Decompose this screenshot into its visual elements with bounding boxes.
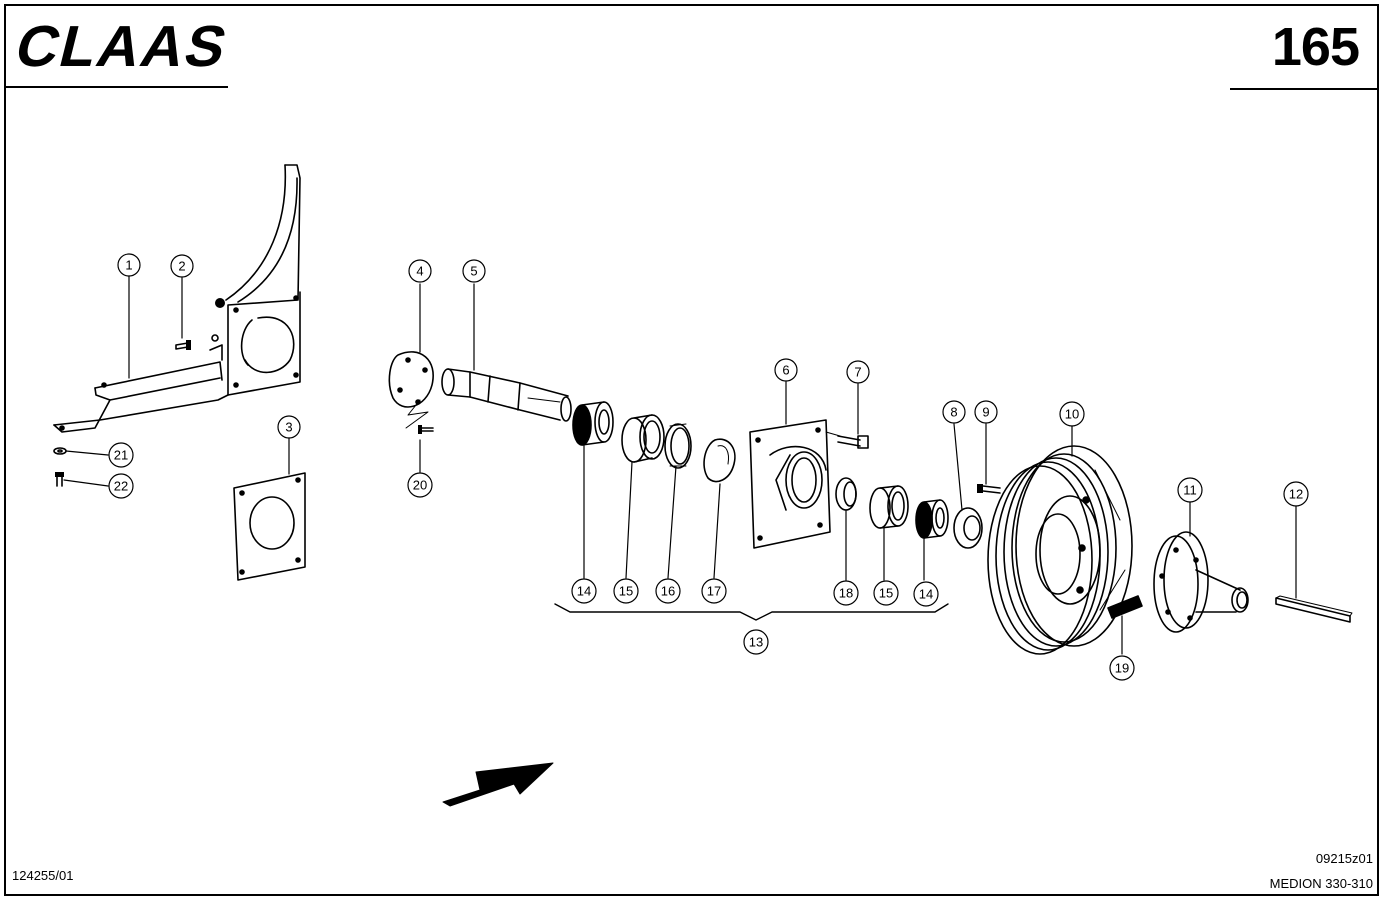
- part-16-seal: [664, 423, 692, 469]
- part-3-gasket: [233, 472, 306, 581]
- callout-label: 17: [707, 584, 721, 599]
- callout-label: 1: [125, 258, 132, 273]
- document-number: 124255/01: [12, 868, 74, 883]
- callout-15: 15: [613, 578, 639, 604]
- callout-label: 18: [839, 586, 853, 601]
- callout-2: 2: [170, 254, 194, 278]
- part-7-bolt: [837, 435, 869, 449]
- callout-label: 15: [879, 586, 893, 601]
- callout-label: 6: [782, 363, 789, 378]
- part-19-key: [1107, 595, 1143, 619]
- reference-code: 09215z01: [1315, 851, 1373, 866]
- callout-17: 17: [701, 578, 727, 604]
- leader-lines: [63, 275, 1297, 655]
- callout-11: 11: [1177, 477, 1203, 503]
- callout-5: 5: [462, 259, 486, 283]
- callout-label: 21: [114, 448, 128, 463]
- callout-1: 1: [117, 253, 141, 277]
- part-2-bolt: [175, 340, 191, 350]
- model-name: MEDION 330-310: [1269, 876, 1373, 891]
- callout-16: 16: [655, 578, 681, 604]
- callout-label: 14: [919, 587, 933, 602]
- callout-label: 20: [413, 478, 427, 493]
- part-5-shaft: [441, 368, 572, 422]
- callout-label: 3: [285, 420, 292, 435]
- callout-label: 7: [854, 365, 861, 380]
- part-6-housing: [749, 419, 841, 549]
- part-1-bracket: [53, 164, 301, 433]
- callout-label: 12: [1289, 487, 1303, 502]
- svg-text:CLAAS: CLAAS: [14, 20, 235, 72]
- callout-6: 6: [774, 358, 798, 382]
- callout-14b: 14: [913, 581, 939, 607]
- page-frame: [4, 4, 1379, 896]
- part-14-bearing-left: [572, 401, 614, 446]
- callout-label: 11: [1183, 483, 1197, 498]
- callout-label: 4: [416, 264, 423, 279]
- part-11-hub: [1153, 531, 1249, 633]
- callout-label: 19: [1115, 661, 1129, 676]
- part-18-spacer: [835, 477, 857, 511]
- callout-12: 12: [1283, 481, 1309, 507]
- part-9-bolt: [977, 484, 1001, 494]
- callout-15b: 15: [873, 580, 899, 606]
- callout-8: 8: [942, 400, 966, 424]
- claas-logo: CLAAS: [14, 20, 235, 72]
- callout-7: 7: [846, 360, 870, 384]
- callout-18: 18: [833, 580, 859, 606]
- callout-22: 22: [108, 473, 134, 499]
- callout-13: 13: [743, 629, 769, 655]
- callout-label: 5: [470, 264, 477, 279]
- part-14-bearing-right: [915, 499, 949, 539]
- part-8-washer: [953, 507, 983, 549]
- part-20-screw: [418, 425, 434, 434]
- callouts: 1 2 3 4 5 6 7 8 9 10 11 12 13 14 15 16 1…: [108, 253, 1309, 681]
- callout-label: 8: [950, 405, 957, 420]
- callout-label: 15: [619, 584, 633, 599]
- header-rule-right: [1230, 88, 1379, 90]
- callout-10: 10: [1059, 401, 1085, 427]
- callout-4: 4: [408, 259, 432, 283]
- header-rule-left: [4, 86, 228, 88]
- callout-3: 3: [277, 415, 301, 439]
- callout-label: 2: [178, 259, 185, 274]
- part-15-cup-right: [869, 485, 909, 529]
- page-number: 165: [1271, 17, 1360, 77]
- part-4-cover: [388, 351, 434, 429]
- callout-label: 10: [1065, 407, 1079, 422]
- callout-label: 13: [749, 635, 763, 650]
- direction-arrow-icon: [442, 762, 554, 807]
- callout-label: 14: [577, 584, 591, 599]
- callout-label: 22: [114, 479, 128, 494]
- callout-19: 19: [1109, 655, 1135, 681]
- part-17-circlip: [703, 438, 736, 483]
- callout-14: 14: [571, 578, 597, 604]
- part-22-bolt: [55, 472, 64, 487]
- callout-21: 21: [108, 442, 134, 468]
- part-12-key-bar: [1275, 595, 1353, 623]
- group-13-brace: [554, 603, 949, 621]
- callout-label: 16: [661, 584, 675, 599]
- callout-label: 9: [982, 405, 989, 420]
- part-15-cup-left: [621, 414, 665, 463]
- part-21-washer: [53, 447, 67, 455]
- part-10-pulley: [987, 445, 1133, 655]
- callout-9: 9: [974, 400, 998, 424]
- callout-20: 20: [407, 472, 433, 498]
